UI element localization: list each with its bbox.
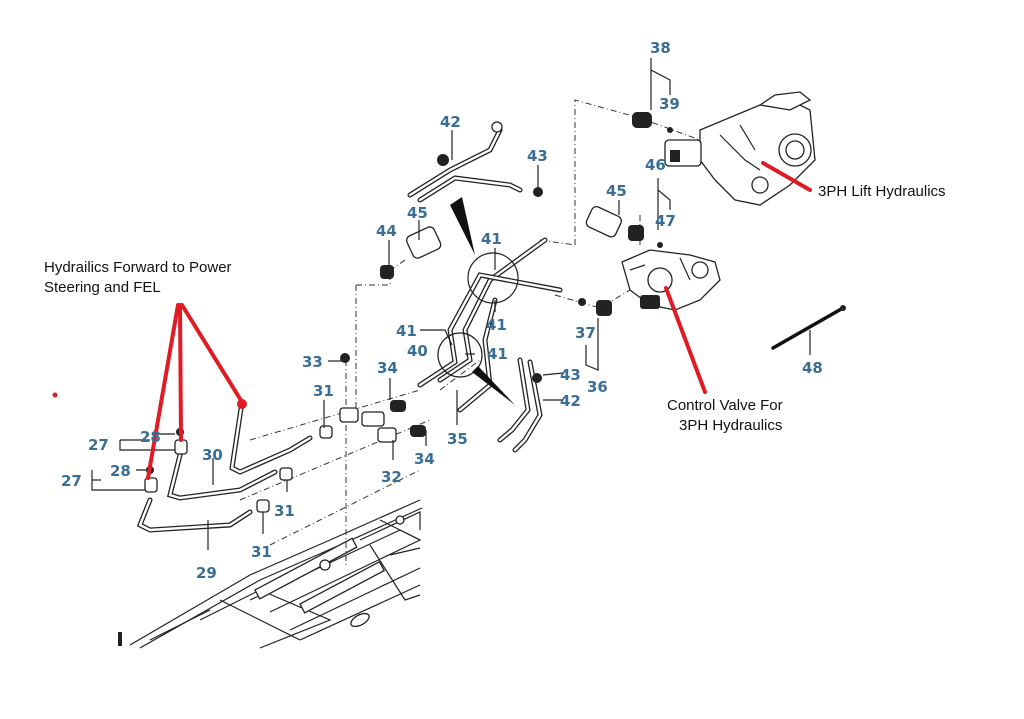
part-33: 33 (302, 353, 323, 371)
callout-control-valve-line-2: 3PH Hydraulics (679, 417, 783, 434)
part-41-right: 41 (486, 316, 507, 334)
assembly-guide-lines (239, 99, 701, 565)
part-37: 37 (575, 324, 596, 342)
tractor-frame (118, 499, 423, 649)
part-40: 40 (407, 342, 428, 360)
part-47: 47 (655, 212, 676, 230)
part-number-labels: 27 27 28 28 29 30 31 31 31 32 33 34 34 3… (61, 39, 823, 582)
part-43-lower: 43 (560, 366, 581, 384)
part-30: 30 (202, 446, 223, 464)
part-34-upper: 34 (377, 359, 398, 377)
red-dot-marker (52, 392, 58, 398)
callout-control-valve-line-1: Control Valve For (667, 397, 783, 414)
part-27-upper: 27 (88, 436, 109, 454)
callout-forward-line-2: Steering and FEL (44, 279, 161, 296)
callout-forward-hydraulics: Hydrailics Forward to Power Steering and… (44, 258, 232, 298)
part-29: 29 (196, 564, 217, 582)
part-45-left: 45 (407, 204, 428, 222)
part-27-lower: 27 (61, 472, 82, 490)
part-43-top: 43 (527, 147, 548, 165)
part-39: 39 (659, 95, 680, 113)
part-42-top: 42 (440, 113, 461, 131)
callout-3ph-lift: 3PH Lift Hydraulics (818, 183, 946, 200)
part-35: 35 (447, 430, 468, 448)
callout-forward-line-1: Hydrailics Forward to Power (44, 259, 232, 276)
part-41-lower: 41 (487, 345, 508, 363)
part-32: 32 (381, 468, 402, 486)
leader-lines (91, 58, 811, 550)
part-41-top: 41 (481, 230, 502, 248)
part-31-bottom: 31 (251, 543, 272, 561)
lift-hydraulics-block (664, 91, 816, 206)
part-28-lower: 28 (110, 462, 131, 480)
part-34-lower: 34 (414, 450, 435, 468)
fittings (144, 112, 673, 513)
part-42-lower: 42 (560, 392, 581, 410)
part-41-left: 41 (396, 322, 417, 340)
part-46: 46 (645, 156, 666, 174)
part-38: 38 (650, 39, 671, 57)
part-31-top: 31 (313, 382, 334, 400)
control-valve-3ph (621, 249, 721, 311)
part-36: 36 (587, 378, 608, 396)
part-48: 48 (802, 359, 823, 377)
callout-control-valve: Control Valve For 3PH Hydraulics (667, 396, 783, 436)
red-annotations (52, 161, 812, 480)
part-45-right: 45 (606, 182, 627, 200)
part-28-upper: 28 (140, 428, 161, 446)
part-31-middle: 31 (274, 502, 295, 520)
part-44: 44 (376, 222, 397, 240)
